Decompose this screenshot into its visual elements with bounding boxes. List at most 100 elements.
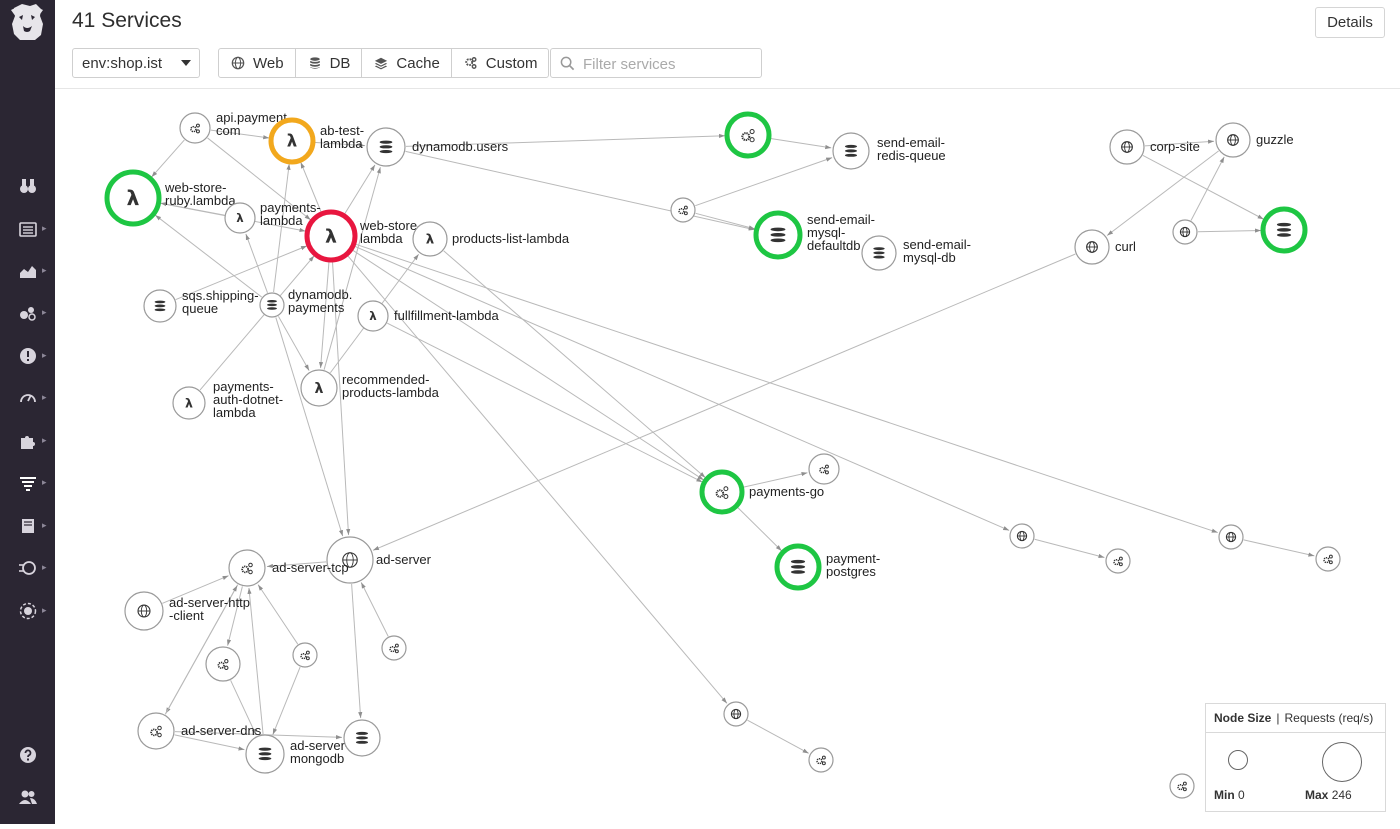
service-edge bbox=[247, 587, 264, 735]
filter-db-button[interactable]: DB bbox=[296, 49, 363, 77]
service-edge bbox=[164, 585, 238, 715]
service-node-ad-server[interactable]: ad-server bbox=[326, 536, 432, 584]
filter-cache-button[interactable]: Cache bbox=[362, 49, 452, 77]
sidebar-item-puzzle[interactable]: ▸ bbox=[0, 426, 55, 456]
details-button[interactable]: Details bbox=[1315, 7, 1385, 38]
sidebar-item-gauge[interactable]: ▸ bbox=[0, 383, 55, 413]
database-icon bbox=[258, 747, 272, 761]
service-node-curl[interactable]: curl bbox=[1074, 229, 1136, 265]
datadog-logo[interactable] bbox=[8, 2, 46, 42]
service-node-globe-r1[interactable] bbox=[1009, 523, 1035, 549]
sidebar-item-hexagons[interactable]: ▸ bbox=[0, 298, 55, 328]
sidebar-item-binoculars[interactable] bbox=[0, 171, 55, 201]
sidebar-item-help[interactable] bbox=[0, 740, 55, 770]
legend-min-label: Min bbox=[1214, 788, 1235, 802]
filter-services-input[interactable] bbox=[581, 52, 755, 76]
sidebar-item-list[interactable]: ▸ bbox=[0, 214, 55, 244]
globe-icon bbox=[1121, 141, 1133, 153]
legend-subtitle: Requests (req/s) bbox=[1284, 711, 1374, 725]
service-node-send-email-mysql-db[interactable]: send-email-mysql-db bbox=[861, 235, 971, 271]
env-select[interactable]: env:shop.ist bbox=[72, 48, 200, 78]
service-node-green-top[interactable] bbox=[724, 111, 772, 159]
gears-icon bbox=[819, 464, 829, 475]
service-node-gears-mid[interactable] bbox=[670, 197, 696, 223]
service-node-ad-server-dns[interactable]: ad-server-dns bbox=[137, 712, 262, 750]
service-node-gears-ad3[interactable] bbox=[381, 635, 407, 661]
service-node-send-email-mysql-defaultdb[interactable]: send-email-mysql-defaultdb bbox=[753, 210, 875, 260]
legend-min-value: 0 bbox=[1238, 788, 1245, 802]
service-node-db-green-right[interactable] bbox=[1260, 206, 1308, 254]
filter-web-button[interactable]: Web bbox=[219, 49, 296, 77]
service-label: sqs.shipping- bbox=[182, 288, 259, 303]
service-node-payments-go[interactable]: payments-go bbox=[699, 469, 824, 515]
sidebar-item-security[interactable]: ▸ bbox=[0, 596, 55, 626]
service-node-globe-small[interactable] bbox=[1172, 219, 1198, 245]
service-node-gears-pgo[interactable] bbox=[808, 453, 840, 485]
service-edge bbox=[275, 317, 344, 537]
service-node-gears-ad2[interactable] bbox=[292, 642, 318, 668]
service-node-ab-test[interactable]: λ ab-test-lambda bbox=[268, 117, 364, 165]
service-node-sqs-shipping[interactable]: sqs.shipping-queue bbox=[143, 288, 259, 323]
service-edge bbox=[162, 575, 229, 604]
service-node-dynamodb-users[interactable]: dynamodb.users bbox=[366, 127, 509, 167]
service-label: auth-dotnet- bbox=[213, 392, 283, 407]
sidebar-item-apm[interactable]: ▸ bbox=[0, 468, 55, 498]
service-node-gears-ad1[interactable] bbox=[205, 646, 241, 682]
service-edge bbox=[331, 260, 351, 536]
service-node-gears-b[interactable] bbox=[808, 747, 834, 773]
sidebar-item-team[interactable] bbox=[0, 782, 55, 812]
service-node-dynamodb-payments[interactable]: dynamodb.payments bbox=[259, 287, 352, 318]
service-label: postgres bbox=[826, 564, 876, 579]
service-label: com bbox=[216, 123, 241, 138]
page-title: 41 Services bbox=[72, 9, 182, 32]
service-edge bbox=[351, 583, 363, 719]
service-edge bbox=[354, 243, 1218, 534]
service-node-globe-r2[interactable] bbox=[1218, 524, 1244, 550]
lambda-icon: λ bbox=[127, 186, 140, 210]
sidebar-item-area-chart[interactable]: ▸ bbox=[0, 256, 55, 286]
chevron-right-icon: ▸ bbox=[42, 224, 47, 234]
service-node-db-ad[interactable] bbox=[343, 719, 381, 757]
filter-cache-label: Cache bbox=[396, 54, 440, 72]
service-node-gears-r1[interactable] bbox=[1105, 548, 1131, 574]
service-edge bbox=[405, 150, 755, 231]
svg-text:λ: λ bbox=[287, 132, 297, 151]
type-filter-group: Web DB Cache Custom bbox=[218, 48, 550, 78]
service-node-send-email-redis[interactable]: send-email-redis-queue bbox=[832, 132, 946, 170]
service-node-gears-r2[interactable] bbox=[1315, 546, 1341, 572]
service-edge bbox=[1144, 139, 1215, 147]
sidebar-item-synthetics[interactable]: ▸ bbox=[0, 553, 55, 583]
service-node-globe-b[interactable] bbox=[723, 701, 749, 727]
node-status-ring bbox=[104, 169, 162, 227]
service-node-ad-server-mongodb[interactable]: ad-server-mongodb bbox=[245, 734, 349, 774]
service-label: send-email- bbox=[807, 212, 875, 227]
service-node-corp-site[interactable]: corp-site bbox=[1109, 129, 1200, 165]
sidebar-item-notebook[interactable]: ▸ bbox=[0, 511, 55, 541]
service-node-ad-server-http[interactable]: ad-server-http-client bbox=[124, 591, 250, 631]
service-node-guzzle[interactable]: guzzle bbox=[1215, 122, 1294, 158]
service-node-ad-server-tcp[interactable]: ad-server-tcp bbox=[228, 549, 349, 587]
service-node-gears-corner[interactable] bbox=[1169, 773, 1195, 799]
sidebar-item-alert[interactable]: ▸ bbox=[0, 341, 55, 371]
database-icon bbox=[267, 300, 277, 310]
service-label: ab-test- bbox=[320, 123, 364, 138]
service-label: lambda bbox=[320, 136, 363, 151]
service-node-api-payment[interactable]: api.payment.com bbox=[179, 110, 290, 144]
filter-custom-button[interactable]: Custom bbox=[452, 49, 549, 77]
layers-icon bbox=[375, 57, 388, 70]
globe-icon bbox=[730, 708, 742, 720]
service-edge bbox=[742, 472, 808, 488]
service-label: curl bbox=[1115, 239, 1136, 254]
node-circle bbox=[172, 386, 206, 420]
service-edge bbox=[343, 164, 376, 215]
service-node-payment-postgres[interactable]: payment-postgres bbox=[774, 543, 880, 591]
